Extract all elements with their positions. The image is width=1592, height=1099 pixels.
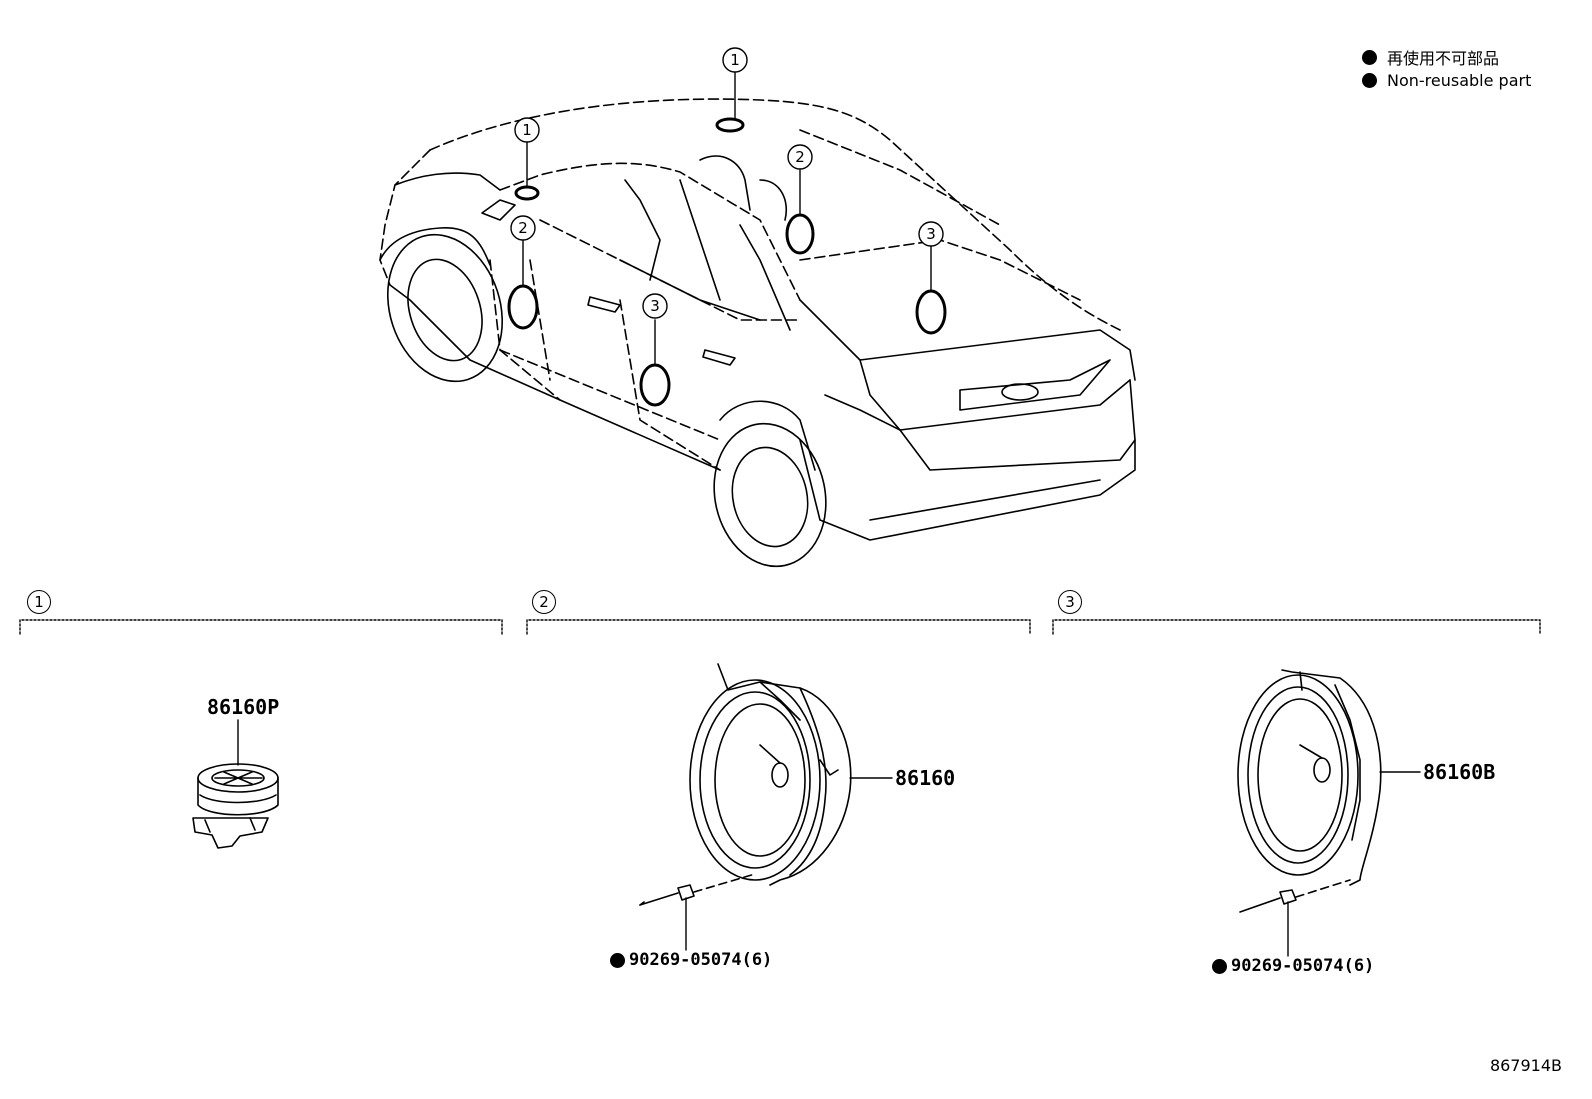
part-number-86160p: 86160P: [207, 695, 280, 719]
fastener-part-number: 90269-05074(6): [629, 950, 773, 970]
callout-1-left: [514, 117, 540, 143]
callout-numbers: 1 1 2 2 3 3: [518, 51, 936, 315]
callout-2-left-label: 2: [518, 219, 528, 237]
legend-label-japanese: 再使用不可部品: [1387, 49, 1500, 68]
fastener-label-section-3: 90269-05074(6): [1212, 956, 1374, 976]
section-brackets: [19, 619, 1541, 635]
callout-3-left-label: 3: [650, 297, 660, 315]
fastener-part-number: 90269-05074(6): [1231, 956, 1375, 976]
legend-label-english: Non-reusable part: [1387, 71, 1532, 90]
callout-circles: [510, 47, 944, 319]
callout-3-left: [642, 293, 668, 319]
callout-1-left-label: 1: [522, 121, 532, 139]
callout-3-right-label: 3: [926, 225, 936, 243]
speaker-86160-illustration: [639, 663, 893, 951]
non-reusable-dot-icon: [1212, 958, 1227, 974]
callout-3-right: [918, 221, 944, 247]
car-illustration: [379, 98, 1136, 568]
callout-1-top: [722, 47, 748, 73]
callout-leaders: [522, 71, 932, 366]
illustration-code: 867914B: [1489, 1056, 1562, 1075]
section-1-number: 1: [27, 590, 51, 614]
callout-2-right-label: 2: [795, 148, 805, 166]
tweeter-86160p-illustration: [192, 719, 279, 849]
part-number-86160b: 86160B: [1423, 760, 1496, 784]
callout-1-top-label: 1: [730, 51, 740, 69]
speaker-86160b-illustration: [1237, 669, 1421, 957]
non-reusable-dot-icon: [1362, 49, 1377, 65]
part-number-86160: 86160: [895, 766, 956, 790]
non-reusable-dot-icon: [610, 952, 625, 968]
callout-2-left: [510, 215, 536, 241]
callout-2-right: [787, 144, 813, 170]
section-2-number: 2: [532, 590, 556, 614]
section-3-number: 3: [1058, 590, 1082, 614]
non-reusable-dot-icon: [1362, 73, 1377, 88]
legend-item-japanese: 再使用不可部品: [1362, 45, 1499, 69]
fastener-label-section-2: 90269-05074(6): [610, 950, 772, 970]
legend-item-english: Non-reusable part: [1362, 71, 1531, 90]
